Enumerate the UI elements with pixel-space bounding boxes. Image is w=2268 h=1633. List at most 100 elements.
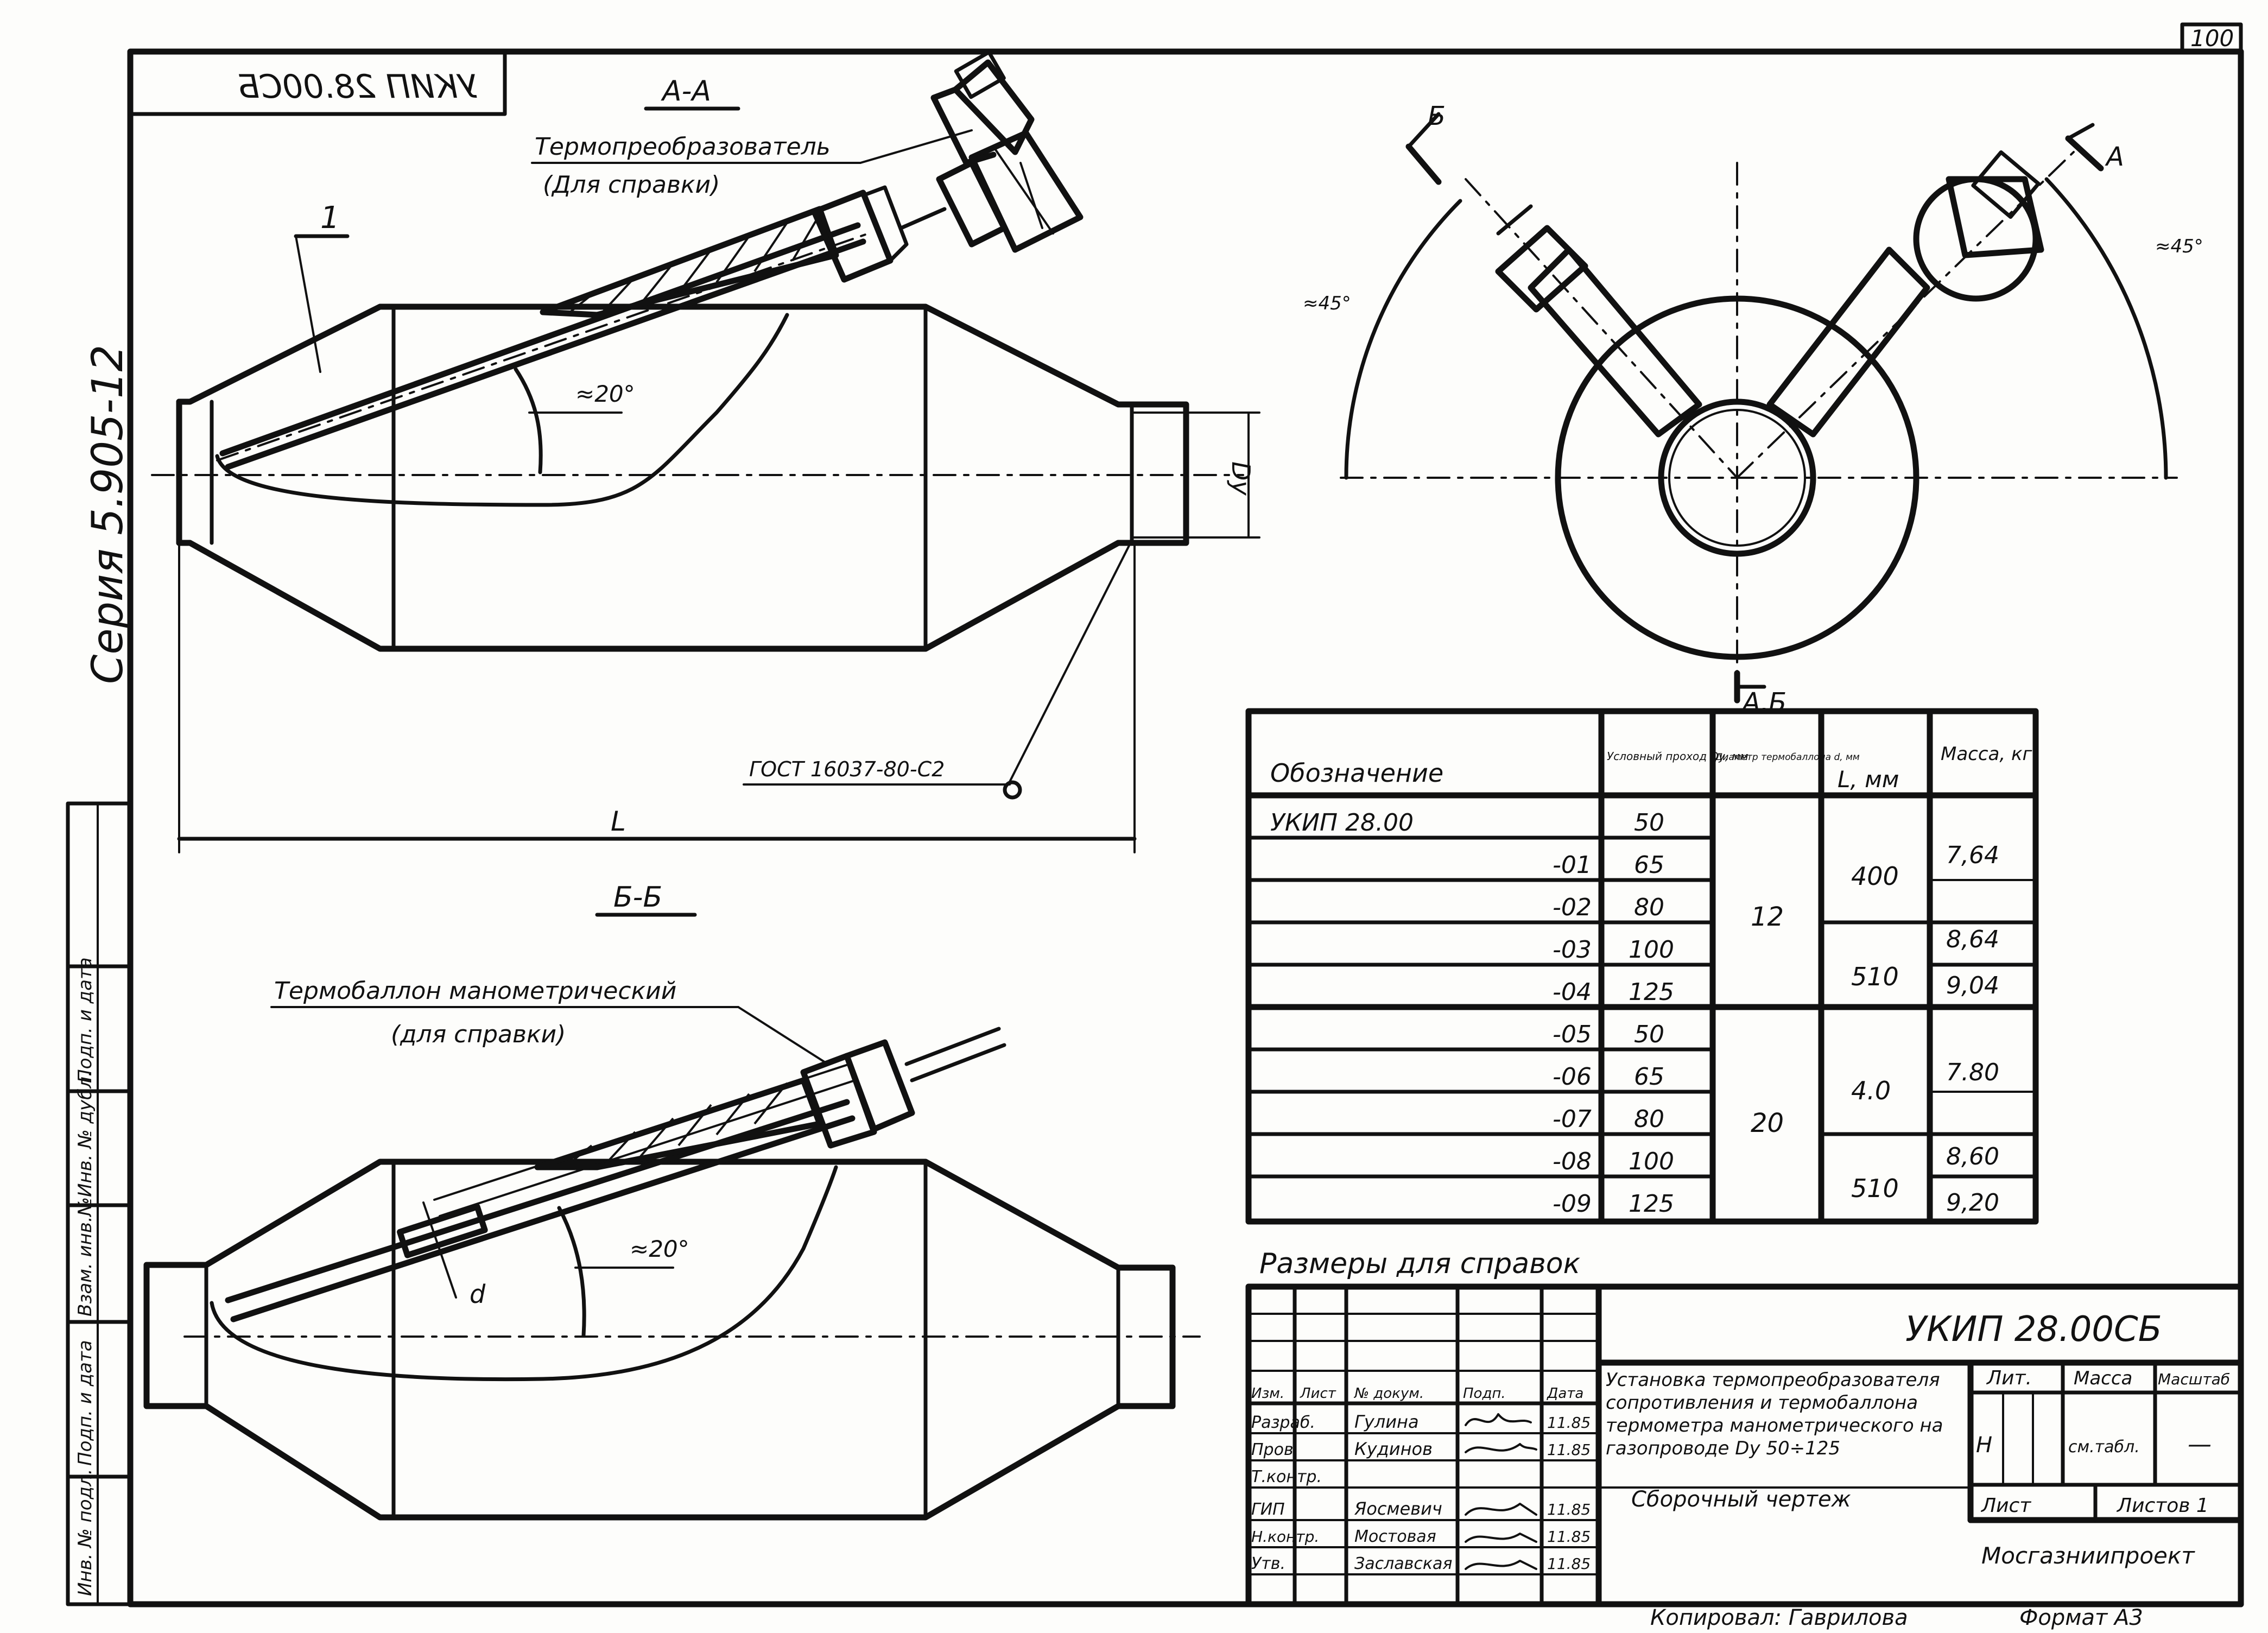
spec-table: Обозначение Условный проход Dу, мм Диаме… xyxy=(1245,708,2039,1280)
series-label: Серия 5.905-12 xyxy=(84,345,132,684)
sheet-label: Лист xyxy=(1980,1495,2031,1517)
sig-2-role: Т.контр. xyxy=(1251,1467,1322,1486)
description: Установка термопреобразователя сопротивл… xyxy=(1606,1369,1943,1459)
mass-920: 9,20 xyxy=(1946,1189,1999,1217)
sig-4-role: Н.контр. xyxy=(1251,1528,1319,1546)
row-1-dy: 65 xyxy=(1634,851,1664,879)
mass-780: 7.80 xyxy=(1946,1059,1999,1086)
sig-5-date: 11.85 xyxy=(1547,1555,1591,1573)
dim-d: d xyxy=(470,1280,486,1309)
row-6-dy: 65 xyxy=(1634,1063,1664,1091)
section-aa-view: А-А xyxy=(151,50,1260,853)
sensor-aa-note: (Для справки) xyxy=(543,171,720,199)
sensor-aa-label: Термопреобразователь xyxy=(535,133,831,161)
row-4-dy: 125 xyxy=(1629,978,1674,1006)
hdr-designation: Обозначение xyxy=(1270,758,1443,788)
mark-b: Б xyxy=(1428,101,1446,131)
row-9-dy: 125 xyxy=(1629,1190,1674,1218)
format-label: Формат А3 xyxy=(2019,1605,2143,1630)
vessel-aa-outline xyxy=(176,303,1189,652)
top-label-mirrored: УКИП 28.00СБ xyxy=(237,68,478,106)
sig-3-name: Яосмевич xyxy=(1354,1498,1442,1519)
copied-by: Копировал: Гаврилова xyxy=(1650,1605,1908,1630)
chg-podp: Подп. xyxy=(1463,1385,1506,1402)
col-lit: Лит. xyxy=(1986,1367,2032,1389)
chg-list: Лист xyxy=(1300,1385,1336,1402)
row-9-designation: -09 xyxy=(1553,1190,1592,1218)
vessel-bb-outline xyxy=(143,1159,1176,1521)
mass-764: 7,64 xyxy=(1946,841,1999,869)
d-group-20: 20 xyxy=(1751,1108,1784,1138)
mass-904: 9,04 xyxy=(1946,972,1999,999)
dim-dy: Dу xyxy=(1226,461,1256,496)
l-group-510: 510 xyxy=(1851,962,1899,991)
mark-a: А xyxy=(2105,142,2124,172)
sig-1-name: Кудинов xyxy=(1354,1439,1433,1459)
row-6-designation: -06 xyxy=(1553,1063,1592,1091)
section-bb-title: Б-Б xyxy=(613,881,662,914)
lit-value: Н xyxy=(1976,1433,1992,1458)
row-5-dy: 50 xyxy=(1634,1021,1664,1048)
gost-label: ГОСТ 16037-80-С2 xyxy=(749,757,945,781)
angle-right: ≈45° xyxy=(2155,236,2203,257)
scale-value: — xyxy=(2188,1431,2212,1458)
row-2-dy: 80 xyxy=(1634,894,1664,921)
angle-bb: ≈20° xyxy=(630,1236,689,1262)
table-footnote: Размеры для справок xyxy=(1259,1248,1581,1280)
row-7-designation: -07 xyxy=(1553,1105,1592,1133)
top-view: Б А А,Б ≈45° ≈45° xyxy=(1303,101,2203,718)
l-group-400: 400 xyxy=(1851,862,1899,891)
angle-left: ≈45° xyxy=(1303,293,1351,314)
chg-data: Дата xyxy=(1547,1385,1583,1402)
sig-0-role: Разраб. xyxy=(1251,1413,1315,1432)
sig-5-role: Утв. xyxy=(1251,1554,1285,1573)
hdr-mass: Масса, кг xyxy=(1941,743,2033,765)
row-3-designation: -03 xyxy=(1553,936,1592,964)
col-mass: Масса xyxy=(2074,1368,2132,1389)
row-8-designation: -08 xyxy=(1553,1148,1592,1175)
hdr-dy: Условный проход Dу, мм xyxy=(1607,750,1748,763)
mass-864: 8,64 xyxy=(1946,926,1999,953)
callout-1: 1 xyxy=(320,200,340,236)
page-number: 100 xyxy=(2190,25,2234,52)
strip-inv-podl: Инв. № подл. xyxy=(74,1469,96,1596)
hdr-d: Диаметр термобаллона d, мм xyxy=(1715,752,1860,763)
top-label-box xyxy=(128,49,507,116)
strip-vzam-inv: Взам. инв.№ xyxy=(74,1197,96,1316)
strip-podp-data-1: Подп. и дата xyxy=(74,1340,96,1466)
sensor-bb-note: (для справки) xyxy=(391,1021,566,1048)
col-scale: Масштаб xyxy=(2158,1370,2230,1388)
row-4-designation: -04 xyxy=(1553,978,1592,1006)
sig-0-date: 11.85 xyxy=(1547,1414,1591,1432)
sig-1-role: Пров. xyxy=(1251,1440,1298,1459)
l-group-400b: 4.0 xyxy=(1851,1076,1891,1105)
sig-4-name: Мостовая xyxy=(1354,1527,1436,1546)
mass-860: 8,60 xyxy=(1946,1143,1999,1170)
designation: УКИП 28.00СБ xyxy=(1905,1309,2162,1350)
l-group-510b: 510 xyxy=(1851,1174,1899,1203)
page-number-box xyxy=(2180,22,2243,54)
hdr-l: L, мм xyxy=(1838,766,1899,793)
left-strip-lines xyxy=(66,802,132,1605)
strip-podp-data-2: Подп. и дата xyxy=(74,957,96,1083)
sensor-bb-label: Термобаллон манометрический xyxy=(274,977,676,1005)
row-5-designation: -05 xyxy=(1553,1021,1592,1048)
doc-type: Сборочный чертеж xyxy=(1631,1487,1851,1512)
row-2-designation: -02 xyxy=(1553,894,1592,921)
row-8-dy: 100 xyxy=(1629,1148,1674,1175)
title-block: Изм. Лист № докум. Подп. Дата Разраб. Гу… xyxy=(1245,1283,2244,1607)
row-0-designation: УКИП 28.00 xyxy=(1270,809,1414,837)
chg-izm: Изм. xyxy=(1251,1385,1284,1402)
section-bb-view: Б-Б Термобаллон манометрический xyxy=(143,881,1201,1521)
chg-doc: № докум. xyxy=(1353,1385,1424,1402)
sig-3-date: 11.85 xyxy=(1547,1501,1591,1518)
dim-l: L xyxy=(611,806,626,837)
sheets-label: Листов 1 xyxy=(2116,1495,2209,1517)
sig-4-date: 11.85 xyxy=(1547,1528,1591,1546)
strip-inv-dubl: Инв. № дубл. xyxy=(74,1071,96,1197)
sig-5-name: Заславская xyxy=(1354,1554,1452,1573)
sig-1-date: 11.85 xyxy=(1547,1441,1591,1459)
org-name: Мосгазниипроект xyxy=(1981,1542,2195,1569)
row-1-designation: -01 xyxy=(1553,851,1592,879)
